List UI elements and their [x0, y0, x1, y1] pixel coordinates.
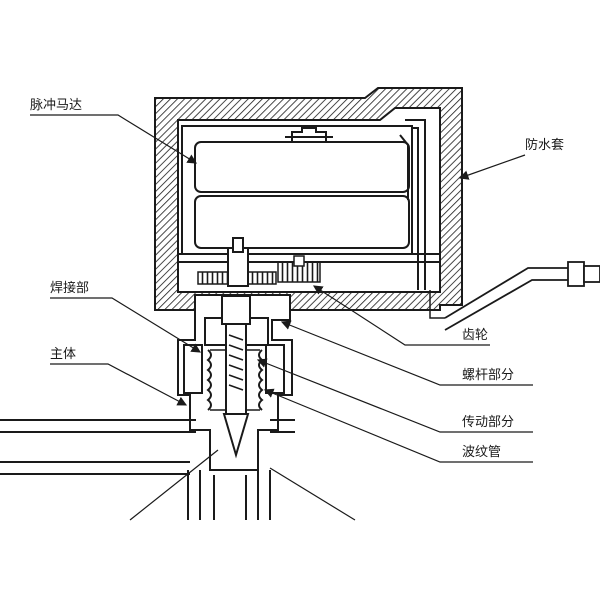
leader-gear — [312, 285, 490, 346]
inlet-pipe — [0, 419, 295, 475]
outlet-pipe — [187, 470, 271, 520]
label-welded-part: 焊接部 — [50, 281, 90, 296]
leader-transmission-part — [256, 358, 533, 433]
external-cable — [444, 261, 600, 331]
leader-bottom-left — [129, 449, 219, 521]
leader-pulse-motor — [30, 114, 198, 164]
leader-welded-part — [50, 297, 202, 353]
leader-screw-part — [280, 320, 533, 386]
gear-plate — [178, 237, 440, 287]
leader-lines — [30, 114, 533, 521]
leader-main-body — [50, 363, 188, 406]
screw-stem — [222, 323, 250, 459]
leader-waterproof-cover — [458, 154, 526, 180]
leader-bellows — [263, 388, 533, 463]
label-gear: 齿轮 — [462, 328, 489, 343]
pulse-motor-body — [181, 125, 413, 255]
leader-bottom-right — [269, 467, 356, 521]
label-waterproof-cover: 防水套 — [525, 138, 565, 153]
needle-tip — [222, 413, 250, 459]
label-transmission-part: 传动部分 — [462, 415, 515, 430]
label-pulse-motor: 脉冲马达 — [30, 98, 83, 113]
label-main-body: 主体 — [50, 347, 77, 362]
label-bellows: 波纹管 — [462, 445, 502, 460]
motor-wiring — [399, 119, 445, 319]
label-screw-part: 螺杆部分 — [462, 368, 515, 383]
